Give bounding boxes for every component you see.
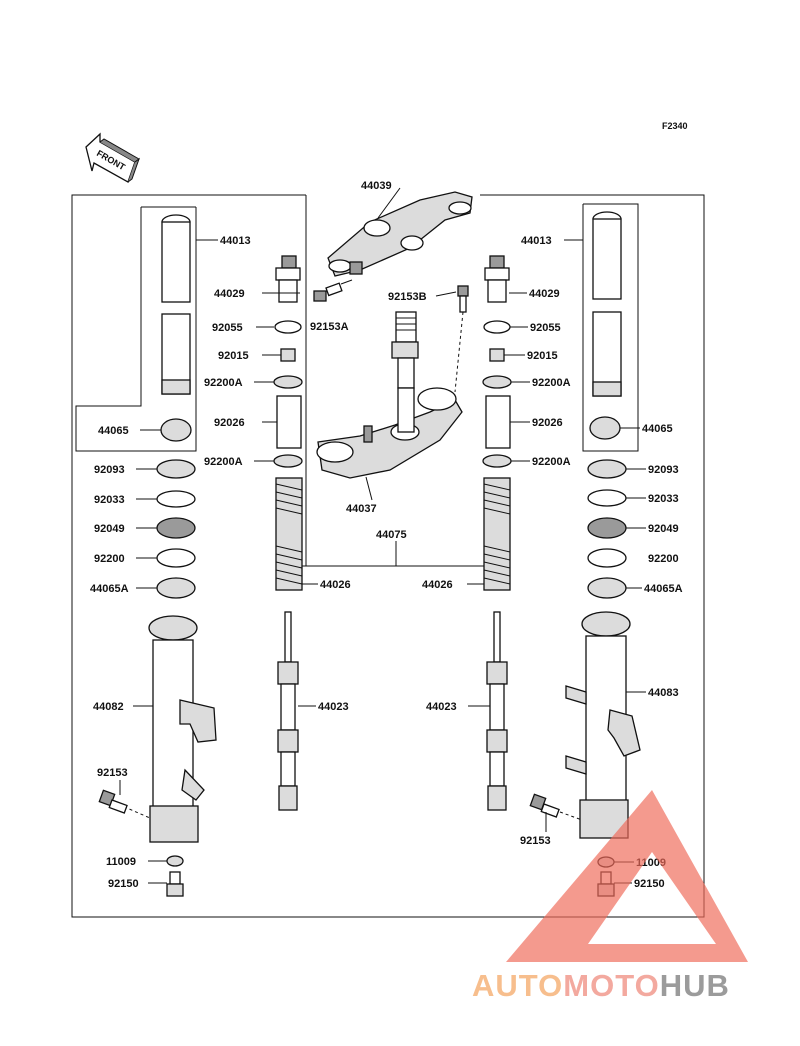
right-oring-92055 xyxy=(483,320,511,334)
part-92055-left-label: 92055 xyxy=(212,322,243,334)
part-92033-left-label: 92033 xyxy=(94,494,125,506)
part-92049-left-label: 92049 xyxy=(94,523,125,535)
part-92200-right-label: 92200 xyxy=(648,553,679,565)
left-bushing-44065a xyxy=(156,577,196,599)
left-nut-92015 xyxy=(280,348,296,362)
part-92026-left-label: 92026 xyxy=(214,417,245,429)
right-washer-92200a-lower xyxy=(482,454,512,468)
steering-stem xyxy=(316,311,463,479)
part-44013-left-label: 44013 xyxy=(220,235,251,247)
part-11009-left-label: 11009 xyxy=(106,856,136,868)
left-washer-92200a-lower xyxy=(273,454,303,468)
right-retaining-ring-92033 xyxy=(587,489,627,507)
bolt-92153b xyxy=(454,285,469,393)
part-92049-right-label: 92049 xyxy=(648,523,679,535)
part-44065a-left-label: 44065A xyxy=(90,583,129,595)
right-bushing-44065a xyxy=(587,577,627,599)
part-44083-label: 44083 xyxy=(648,687,679,699)
right-washer-92200a-upper xyxy=(482,375,512,389)
left-drain-bolt-92150 xyxy=(166,871,184,897)
right-oil-seal-92049 xyxy=(587,517,627,539)
right-axle-bolt-92153 xyxy=(529,793,583,821)
part-92150-left-label: 92150 xyxy=(108,878,139,890)
part-92093-left-label: 92093 xyxy=(94,464,125,476)
frame-lines xyxy=(71,194,705,918)
part-92093-right-label: 92093 xyxy=(648,464,679,476)
part-92055-right-label: 92055 xyxy=(530,322,561,334)
part-92033-right-label: 92033 xyxy=(648,493,679,505)
part-44026-left-label: 44026 xyxy=(320,579,351,591)
part-92015-right-label: 92015 xyxy=(527,350,558,362)
part-92153b-label: 92153B xyxy=(388,291,427,303)
left-fork-spring-44026 xyxy=(275,477,303,591)
part-44026-right-label: 44026 xyxy=(422,579,453,591)
right-washer-92200 xyxy=(587,548,627,568)
watermark-triangle-icon xyxy=(506,790,748,962)
left-washer-11009 xyxy=(166,855,184,867)
left-dust-seal-92093 xyxy=(156,459,196,479)
part-44029-right-label: 44029 xyxy=(529,288,560,300)
right-outer-tube-44083 xyxy=(565,611,641,839)
left-inner-tube-44013 xyxy=(161,214,191,395)
part-92153-right-label: 92153 xyxy=(520,835,551,847)
part-92153-left-label: 92153 xyxy=(97,767,128,779)
watermark-text: AUTOMOTOHUB xyxy=(472,968,730,1003)
part-92015-left-label: 92015 xyxy=(218,350,249,362)
right-damper-rod-44023 xyxy=(486,611,508,811)
part-92200a-right-upper-label: 92200A xyxy=(532,377,571,389)
part-92153a-label: 92153A xyxy=(310,321,349,333)
part-44023-right-label: 44023 xyxy=(426,701,457,713)
diagram-code: F2340 xyxy=(662,121,688,131)
right-spacer-92026 xyxy=(485,395,511,449)
right-inner-tube-44013 xyxy=(592,211,622,397)
right-fork-cap-bolt xyxy=(484,255,510,303)
part-44029-left-label: 44029 xyxy=(214,288,245,300)
part-92200a-left-lower-label: 92200A xyxy=(204,456,243,468)
right-fork-spring-44026 xyxy=(483,477,511,591)
part-44065a-right-label: 44065A xyxy=(644,583,683,595)
part-44013-right-label: 44013 xyxy=(521,235,552,247)
left-retaining-ring-92033 xyxy=(156,490,196,508)
part-44065-right-label: 44065 xyxy=(642,423,673,435)
part-44039-label: 44039 xyxy=(361,180,392,192)
left-spacer-92026 xyxy=(276,395,302,449)
left-bushing-44065 xyxy=(160,418,192,442)
left-fork-cap-bolt xyxy=(275,255,301,303)
right-nut-92015 xyxy=(489,348,505,362)
watermark-part1: AUTO xyxy=(472,968,563,1003)
part-92026-right-label: 92026 xyxy=(532,417,563,429)
left-oil-seal-92049 xyxy=(156,517,196,539)
part-92200a-left-upper-label: 92200A xyxy=(204,377,243,389)
part-44065-left-label: 44065 xyxy=(98,425,129,437)
left-washer-92200 xyxy=(156,548,196,568)
part-44082-label: 44082 xyxy=(93,701,124,713)
upper-triple-clamp xyxy=(327,187,473,277)
watermark-part3: HUB xyxy=(660,968,730,1003)
right-dust-seal-92093 xyxy=(587,459,627,479)
part-92200-left-label: 92200 xyxy=(94,553,125,565)
watermark-part2: MOTO xyxy=(563,968,659,1003)
part-92200a-right-lower-label: 92200A xyxy=(532,456,571,468)
part-44037-label: 44037 xyxy=(346,503,377,515)
watermark-logo: AUTOMOTOHUB xyxy=(472,790,748,1003)
part-44075-label: 44075 xyxy=(376,529,407,541)
front-arrow-icon: FRONT xyxy=(85,132,141,183)
left-washer-92200a-upper xyxy=(273,375,303,389)
left-damper-rod-44023 xyxy=(277,611,299,811)
left-outer-tube-44082 xyxy=(148,615,217,843)
left-axle-bolt-92153 xyxy=(98,789,151,819)
right-bushing-44065 xyxy=(589,416,621,440)
part-44023-left-label: 44023 xyxy=(318,701,349,713)
part-92150-right-label: 92150 xyxy=(634,878,665,890)
bolt-92153a xyxy=(313,279,353,302)
left-oring-92055 xyxy=(274,320,302,334)
